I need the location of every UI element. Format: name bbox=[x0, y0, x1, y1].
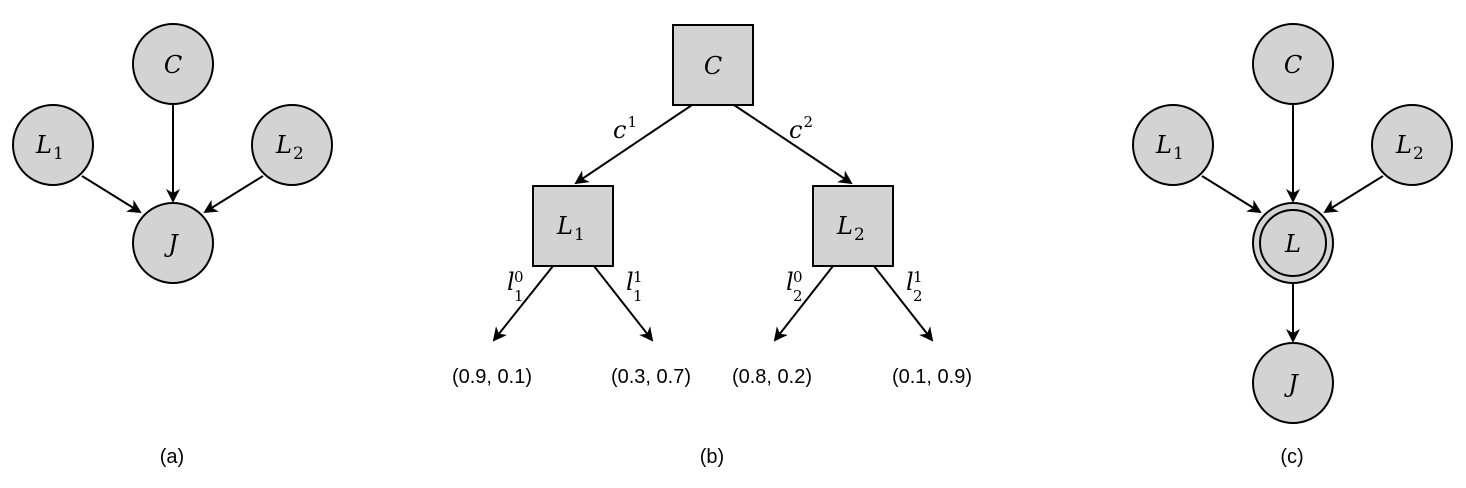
edge-label-l2-0-base: l bbox=[786, 268, 794, 296]
caption-c: (c) bbox=[1280, 446, 1303, 468]
node-b-l1-label: L bbox=[556, 212, 573, 240]
svg-text:c2: c2 bbox=[789, 113, 813, 144]
node-a-c: C bbox=[132, 23, 214, 105]
node-c-l2-sub: 2 bbox=[1413, 144, 1424, 164]
edge-a-l1-j bbox=[81, 175, 142, 214]
svg-text:c1: c1 bbox=[613, 113, 637, 144]
node-a-l1: L1 bbox=[12, 104, 94, 186]
svg-text:L2: L2 bbox=[836, 212, 865, 245]
svg-text:L1: L1 bbox=[556, 212, 585, 245]
edge-b-l1-leaf1 bbox=[593, 265, 654, 342]
edge-label-l1-0-sub: 1 bbox=[514, 287, 524, 305]
edge-b-l2-leaf0 bbox=[773, 265, 834, 342]
node-b-l2-label: L bbox=[836, 212, 853, 240]
node-b-c: C bbox=[672, 24, 754, 106]
caption-a: (a) bbox=[160, 446, 184, 468]
edge-b-l1-leaf0 bbox=[492, 265, 554, 342]
node-b-l1-sub: 1 bbox=[574, 225, 585, 245]
edge-label-c2-base: c bbox=[789, 116, 802, 144]
node-a-l2-label: L bbox=[275, 131, 292, 159]
leaf-distribution-4: (0.1, 0.9) bbox=[892, 366, 972, 388]
svg-text:L2: L2 bbox=[275, 131, 304, 164]
node-b-c-label: C bbox=[704, 52, 722, 80]
edge-label-c1-base: c bbox=[613, 116, 626, 144]
edge-label-l2-0-sup: 0 bbox=[793, 268, 803, 286]
node-a-l2-sub: 2 bbox=[293, 144, 304, 164]
svg-text:L1: L1 bbox=[35, 131, 64, 164]
edge-label-l1-1-sub: 1 bbox=[633, 287, 643, 305]
node-b-l2-sub: 2 bbox=[854, 225, 865, 245]
node-c-l-label: L bbox=[1284, 230, 1301, 258]
node-c-l-deterministic: L bbox=[1252, 202, 1334, 284]
edge-b-c-l2 bbox=[733, 104, 853, 185]
edge-label-c2-sup: 2 bbox=[803, 113, 813, 131]
panel-c: C L1 L2 L J (c) bbox=[1132, 23, 1453, 468]
panel-b: C L1 L2 c1 c2 l 0 1 l 1 1 l 0 2 bbox=[452, 24, 972, 468]
node-a-j: J bbox=[132, 202, 214, 284]
edge-c-l1-l bbox=[1201, 175, 1262, 214]
leaf-distribution-3: (0.8, 0.2) bbox=[732, 366, 812, 388]
edge-label-l1-1-sup: 1 bbox=[633, 268, 643, 286]
caption-b: (b) bbox=[700, 446, 724, 468]
edge-label-l2-0: l 0 2 bbox=[786, 268, 803, 305]
edge-label-l1-1: l 1 1 bbox=[626, 268, 643, 305]
node-c-j: J bbox=[1252, 342, 1334, 424]
edge-label-l2-1-sub: 2 bbox=[913, 287, 923, 305]
edge-label-l1-0: l 0 1 bbox=[507, 268, 524, 305]
node-c-l1-label: L bbox=[1155, 131, 1172, 159]
node-c-l1: L1 bbox=[1132, 104, 1214, 186]
node-c-c-label: C bbox=[1284, 51, 1302, 79]
edge-c-l2-l bbox=[1323, 175, 1384, 214]
node-b-l1: L1 bbox=[532, 185, 614, 267]
node-c-c: C bbox=[1252, 23, 1334, 105]
edge-label-l1-1-base: l bbox=[626, 268, 634, 296]
edge-label-l2-1: l 1 2 bbox=[906, 268, 923, 305]
leaf-distribution-2: (0.3, 0.7) bbox=[611, 366, 691, 388]
svg-text:L2: L2 bbox=[1395, 131, 1424, 164]
edge-label-l2-1-sup: 1 bbox=[913, 268, 923, 286]
node-a-l1-sub: 1 bbox=[53, 144, 64, 164]
edge-label-l1-0-sup: 0 bbox=[514, 268, 524, 286]
edge-label-c1: c1 bbox=[613, 113, 637, 144]
node-a-l1-label: L bbox=[35, 131, 52, 159]
edge-label-l2-1-base: l bbox=[906, 268, 914, 296]
edge-a-l2-j bbox=[203, 175, 264, 214]
node-b-l2: L2 bbox=[812, 185, 894, 267]
node-c-l1-sub: 1 bbox=[1173, 144, 1184, 164]
edge-b-l2-leaf1 bbox=[873, 265, 934, 342]
panel-a: C L1 L2 J (a) bbox=[12, 23, 333, 468]
node-a-c-label: C bbox=[164, 51, 182, 79]
edge-label-c2: c2 bbox=[789, 113, 813, 144]
edge-label-c1-sup: 1 bbox=[627, 113, 637, 131]
edge-label-l2-0-sub: 2 bbox=[793, 287, 803, 305]
edge-b-c-l1 bbox=[574, 104, 693, 185]
node-c-l2: L2 bbox=[1371, 104, 1453, 186]
node-a-l2: L2 bbox=[251, 104, 333, 186]
svg-text:L1: L1 bbox=[1155, 131, 1184, 164]
edge-label-l1-0-base: l bbox=[507, 268, 515, 296]
node-c-l2-label: L bbox=[1395, 131, 1412, 159]
leaf-distribution-1: (0.9, 0.1) bbox=[452, 366, 532, 388]
